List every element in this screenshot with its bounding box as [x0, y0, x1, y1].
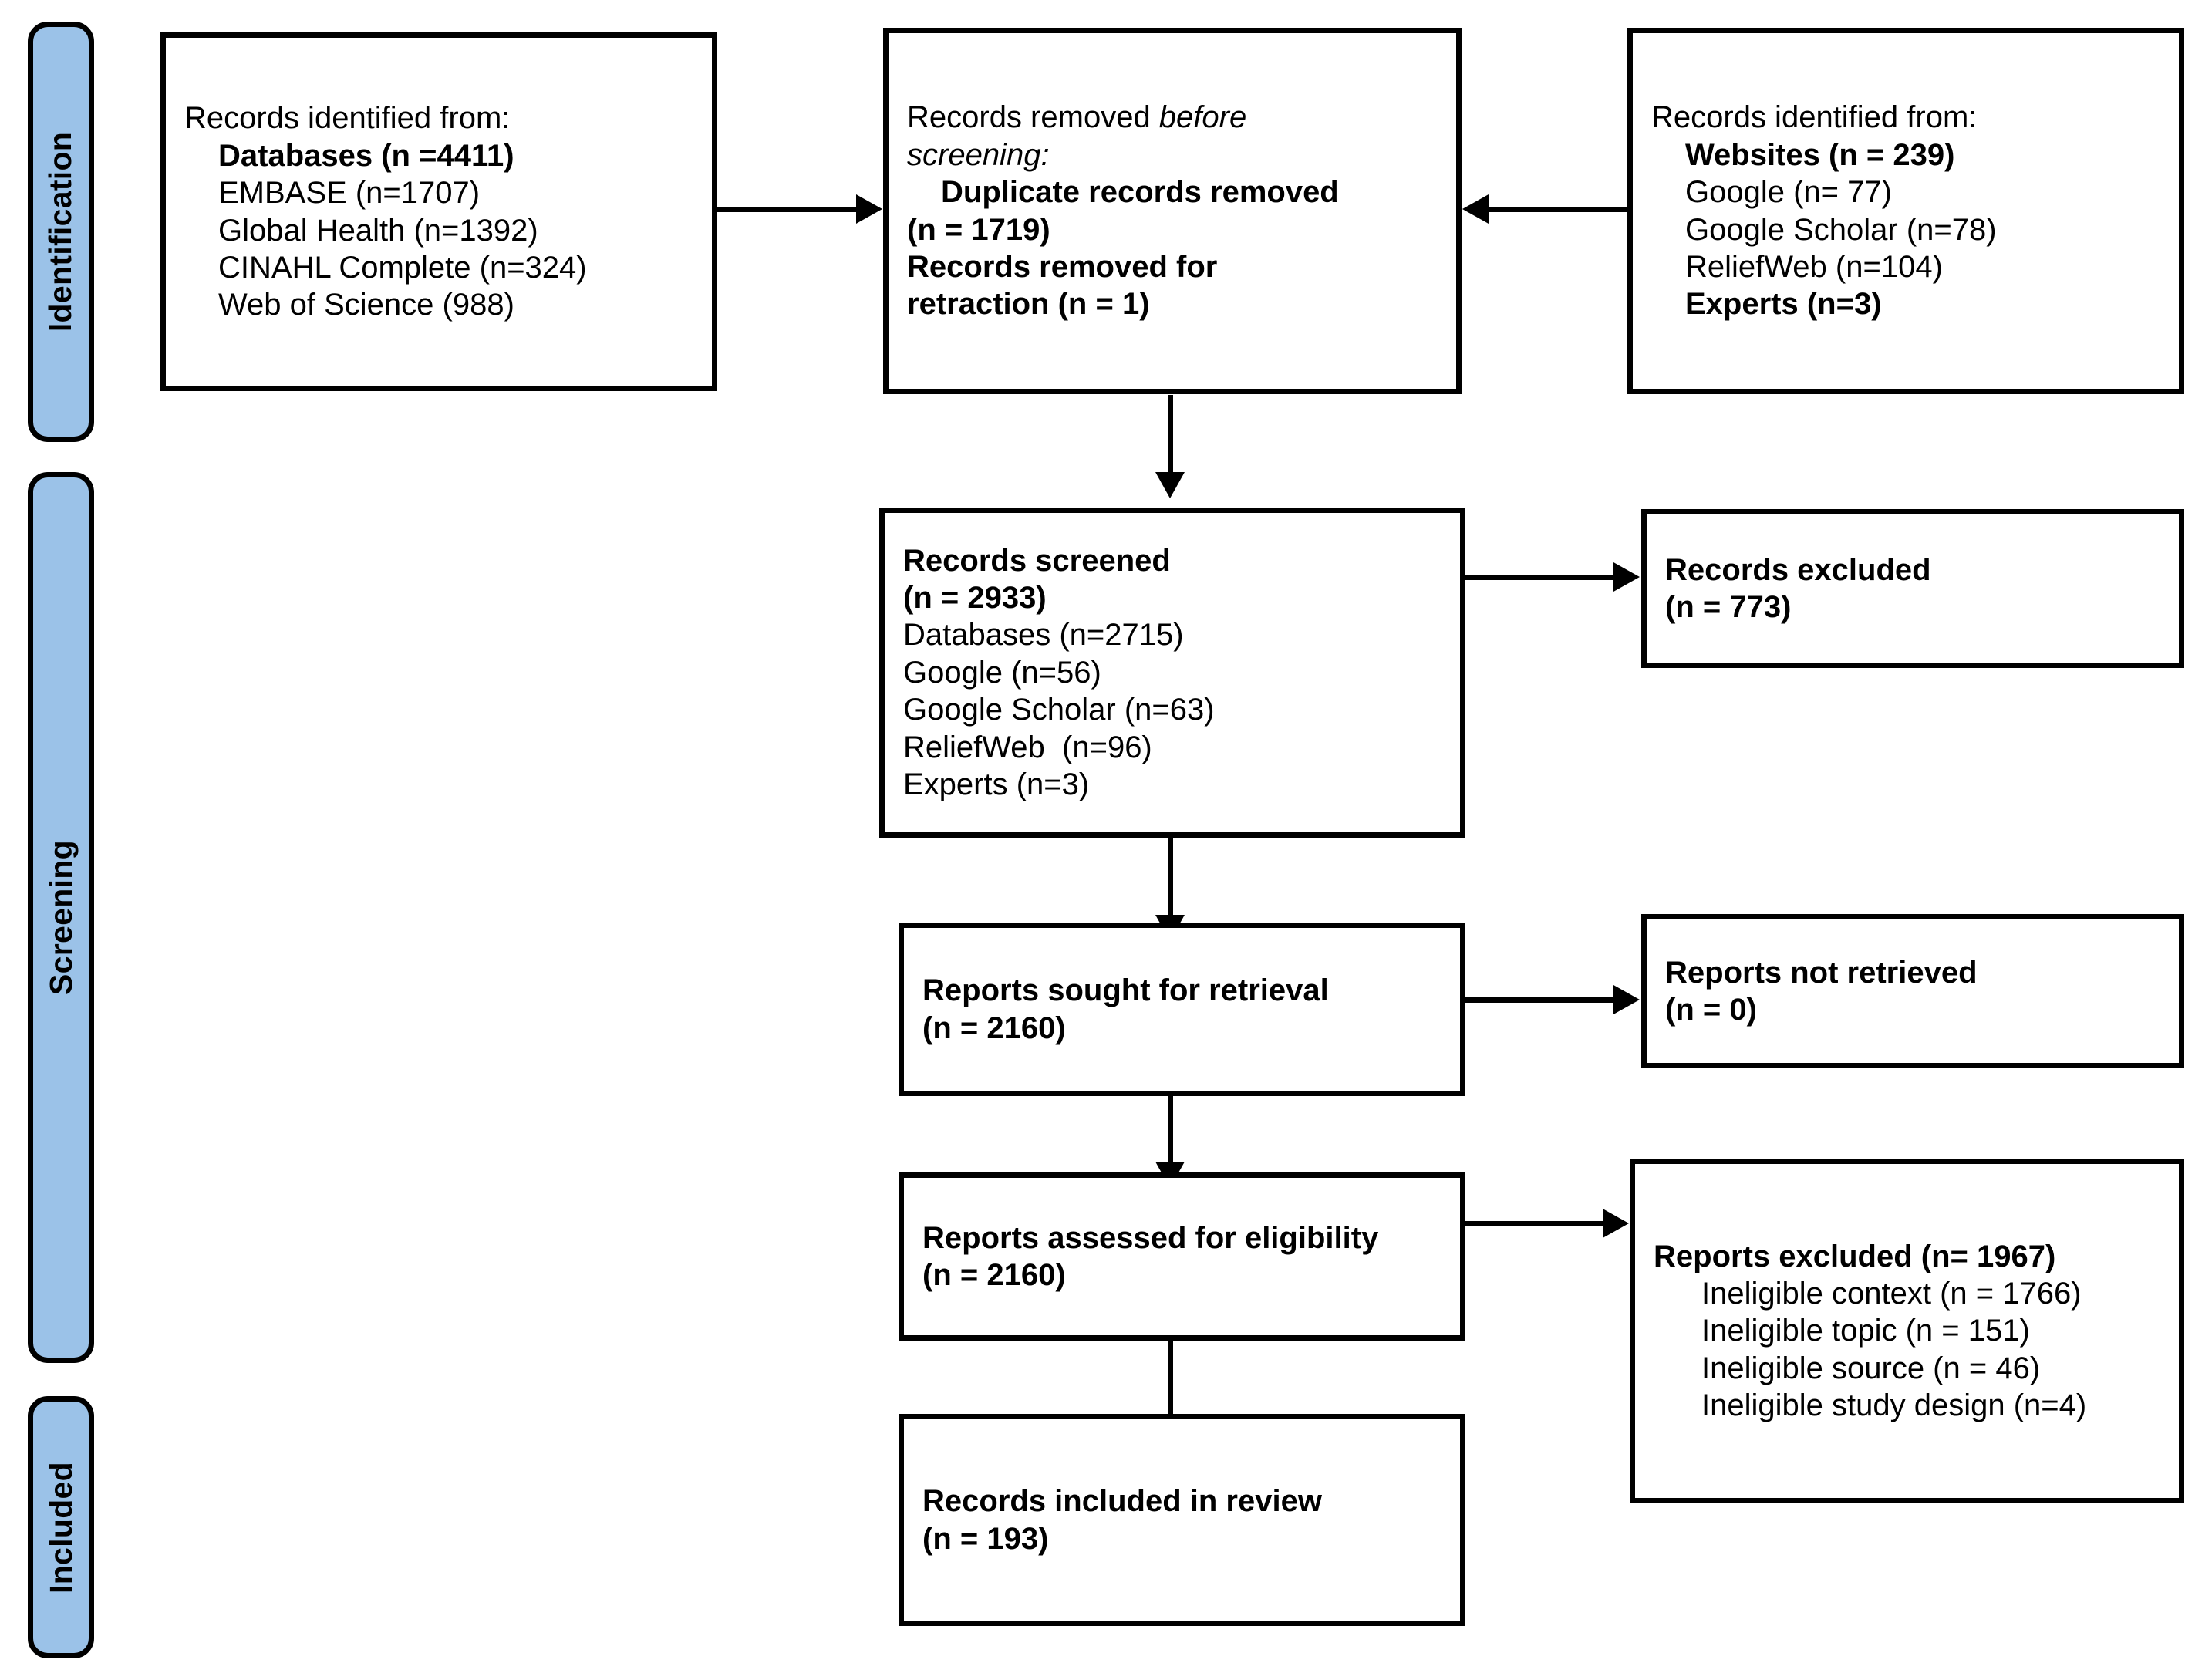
connector-databases-to-removed-line [717, 207, 858, 212]
connector-sought-to-assessed-line [1168, 1096, 1173, 1166]
line-0: Records removed before [907, 99, 1438, 136]
line-2: Duplicate records removed [941, 175, 1339, 210]
connector-removed-to-screened-line [1168, 395, 1173, 476]
stage-bar-screening: Screening [28, 472, 94, 1363]
line-1: Databases (n =4411) [218, 138, 514, 173]
line-4: Records removed for [907, 249, 1218, 284]
box-text-records-included: Records included in review (n = 193) [904, 1483, 1460, 1557]
box-text-records-removed: Records removed before screening: Duplic… [889, 99, 1456, 322]
line-0-italic: before [1158, 100, 1247, 135]
line-1: (n = 193) [922, 1521, 1049, 1556]
connector-sought-to-not-retrieved-arrow [1613, 985, 1640, 1014]
box-text-records-identified-databases: Records identified from: Databases (n =4… [166, 100, 712, 323]
line-1: Ineligible context (n = 1766) [1701, 1276, 2082, 1311]
box-text-records-identified-other: Records identified from: Websites (n = 2… [1633, 99, 2179, 322]
line-4: ReliefWeb (n=104) [1685, 249, 1943, 284]
line-6: Experts (n=3) [903, 767, 1090, 801]
line-5: ReliefWeb (n=96) [903, 730, 1152, 764]
line-1: screening: [907, 137, 1050, 172]
line-0: Records included in review [922, 1484, 1322, 1519]
stage-label-included: Included [42, 1461, 79, 1594]
line-2: Google (n= 77) [1685, 175, 1892, 210]
box-records-removed-before-screening: Records removed before screening: Duplic… [883, 28, 1462, 394]
connector-screened-to-excluded-arrow [1613, 562, 1640, 592]
box-reports-assessed-for-eligibility: Reports assessed for eligibility (n = 21… [899, 1172, 1465, 1341]
line-2: EMBASE (n=1707) [218, 176, 481, 211]
line-3: Ineligible source (n = 46) [1701, 1351, 2041, 1385]
line-4: Google Scholar (n=63) [903, 693, 1215, 727]
connector-assessed-to-reports-excluded-arrow [1603, 1209, 1629, 1238]
line-5: Web of Science (988) [218, 288, 514, 322]
box-text-records-screened: Records screened (n = 2933) Databases (n… [885, 542, 1460, 804]
line-0: Reports sought for retrieval [922, 973, 1329, 1008]
box-reports-excluded: Reports excluded (n= 1967) Ineligible co… [1630, 1159, 2184, 1503]
connector-assessed-to-reports-excluded-line [1462, 1221, 1604, 1226]
stage-label-screening: Screening [42, 840, 79, 995]
line-0-a: Records removed [907, 100, 1159, 135]
line-0: Reports excluded (n= 1967) [1654, 1239, 2056, 1273]
line-1: (n = 2160) [922, 1010, 1066, 1045]
line-0: Records identified from: [184, 101, 511, 136]
box-reports-not-retrieved: Reports not retrieved (n = 0) [1641, 914, 2184, 1068]
connector-assessed-to-included-line [1168, 1341, 1173, 1460]
stage-bar-included: Included [28, 1396, 94, 1658]
box-records-included-in-review: Records included in review (n = 193) [899, 1414, 1465, 1626]
stage-label-identification: Identification [42, 131, 79, 332]
box-records-excluded: Records excluded (n = 773) [1641, 509, 2184, 668]
connector-screened-to-excluded-line [1462, 575, 1615, 580]
stage-bar-identification: Identification [28, 22, 94, 442]
line-2: Databases (n=2715) [903, 618, 1184, 653]
box-text-reports-sought: Reports sought for retrieval (n = 2160) [904, 972, 1460, 1047]
line-3: (n = 1719) [907, 212, 1050, 247]
connector-sought-to-not-retrieved-line [1464, 997, 1615, 1003]
box-records-identified-other-sources: Records identified from: Websites (n = 2… [1627, 28, 2184, 394]
connector-other-to-removed-line [1489, 207, 1629, 212]
line-4: Ineligible study design (n=4) [1701, 1388, 2087, 1423]
connector-databases-to-removed-arrow [856, 194, 882, 224]
connector-other-to-removed-arrow [1462, 194, 1489, 224]
line-4: CINAHL Complete (n=324) [218, 250, 587, 285]
line-0: Records identified from: [1651, 100, 1978, 135]
line-1: (n = 2160) [922, 1258, 1066, 1292]
line-0: Records excluded [1665, 552, 1931, 587]
connector-screened-to-sought-line [1168, 838, 1173, 919]
line-0: Records screened [903, 543, 1171, 578]
line-5: retraction (n = 1) [907, 287, 1150, 322]
box-text-reports-excluded: Reports excluded (n= 1967) Ineligible co… [1635, 1238, 2179, 1425]
line-0: Reports not retrieved [1665, 955, 1978, 990]
line-3: Google Scholar (n=78) [1685, 212, 1997, 247]
line-3: Google (n=56) [903, 655, 1101, 690]
box-text-reports-not-retrieved: Reports not retrieved (n = 0) [1647, 954, 2179, 1029]
box-records-screened: Records screened (n = 2933) Databases (n… [879, 508, 1465, 838]
line-5: Experts (n=3) [1685, 287, 1882, 322]
line-2: Ineligible topic (n = 151) [1701, 1314, 2030, 1348]
line-1: (n = 2933) [903, 581, 1047, 616]
box-text-reports-assessed: Reports assessed for eligibility (n = 21… [904, 1220, 1460, 1294]
line-1: (n = 773) [1665, 590, 1792, 624]
line-1: (n = 0) [1665, 993, 1757, 1027]
line-1: Websites (n = 239) [1685, 137, 1955, 172]
connector-removed-to-screened-arrow [1155, 472, 1185, 498]
line-0: Reports assessed for eligibility [922, 1220, 1379, 1255]
line-3: Global Health (n=1392) [218, 213, 538, 248]
box-records-identified-databases: Records identified from: Databases (n =4… [160, 32, 717, 391]
box-text-records-excluded: Records excluded (n = 773) [1647, 552, 2179, 626]
box-reports-sought-for-retrieval: Reports sought for retrieval (n = 2160) [899, 923, 1465, 1096]
